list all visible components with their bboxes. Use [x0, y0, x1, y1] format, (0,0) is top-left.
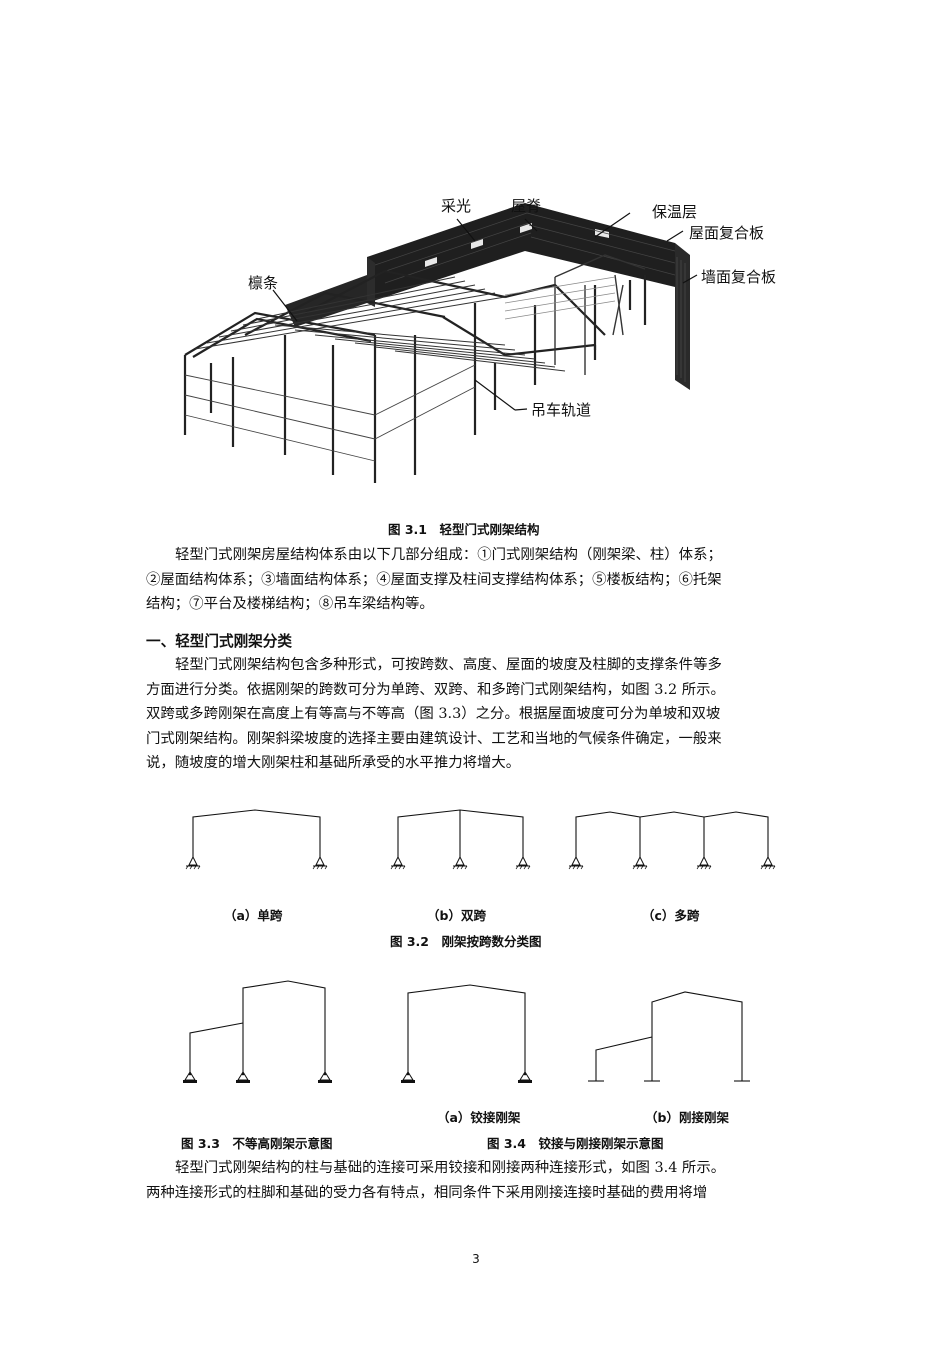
paragraph-composition: 轻型门式刚架房屋结构体系由以下几部分组成：①门式刚架结构（刚架梁、柱）体系； ②… — [146, 543, 808, 617]
figure-3-2-sub-b: （b）双跨 — [427, 908, 486, 923]
figure-3-1-illustration: 采光 屋脊 保温层 屋面复合板 檩条 墙面复合板 吊车轨道 — [183, 197, 776, 483]
paragraph-line: 结构；⑦平台及楼梯结构；⑧吊车梁结构等。 — [146, 596, 434, 613]
paragraph-connection: 轻型门式刚架结构的柱与基础的连接可采用铰接和刚接两种连接形式，如图 3.4 所示… — [146, 1156, 808, 1205]
paragraph-classification: 轻型门式刚架结构包含多种形式，可按跨数、高度、屋面的坡度及柱脚的支撑条件等多 方… — [146, 653, 808, 776]
figure-3-1-caption: 图 3.1 轻型门式刚架结构 — [388, 522, 540, 537]
figure-3-2-caption: 图 3.2 刚架按跨数分类图 — [390, 934, 542, 949]
figure-3-4-sub-b: （b）刚接刚架 — [645, 1110, 729, 1125]
paragraph-line: ②屋面结构体系；③墙面结构体系；④屋面支撑及柱间支撑结构体系；⑤楼板结构；⑥托架 — [146, 571, 722, 588]
paragraph-line: 两种连接形式的柱脚和基础的受力各有特点，相同条件下采用刚接连接时基础的费用将增 — [146, 1184, 708, 1201]
paragraph-line: 说，随坡度的增大刚架柱和基础所承受的水平推力将增大。 — [146, 755, 521, 772]
frame-multi-span — [575, 811, 769, 857]
figure-3-2-sub-c: （c）多跨 — [642, 908, 700, 923]
frame-unequal-height — [242, 980, 326, 1072]
figure-3-4-sub-a: （a）铰接刚架 — [437, 1110, 521, 1125]
figure-3-3-3-4-diagrams — [182, 980, 750, 1084]
label-purlin: 檩条 — [248, 274, 278, 292]
label-ridge: 屋脊 — [511, 197, 541, 215]
figure-3-4-caption: 图 3.4 铰接与刚接刚架示意图 — [487, 1136, 664, 1151]
paragraph-line: 双跨或多跨刚架在高度上有等高与不等高（图 3.3）之分。根据屋面坡度可分为单坡和… — [146, 706, 721, 723]
frame-rigid — [651, 991, 743, 1081]
paragraph-line: 轻型门式刚架房屋结构体系由以下几部分组成：①门式刚架结构（刚架梁、柱）体系； — [175, 547, 722, 563]
label-roof-panel: 屋面复合板 — [689, 224, 764, 242]
label-lighting: 采光 — [441, 197, 471, 215]
frame-single-span — [192, 809, 321, 857]
label-wall-panel: 墙面复合板 — [701, 268, 776, 286]
frame-hinged — [407, 984, 526, 1072]
label-insulation: 保温层 — [652, 203, 697, 221]
paragraph-line: 方面进行分类。依据刚架的跨数可分为单跨、双跨、和多跨门式刚架结构，如图 3.2 … — [146, 681, 725, 698]
figure-3-2-diagrams — [185, 809, 776, 870]
paragraph-line: 门式刚架结构。刚架斜梁坡度的选择主要由建筑设计、工艺和当地的气候条件确定，一般来 — [146, 730, 722, 747]
page-number: 3 — [472, 1252, 480, 1266]
figure-3-2-sub-a: （a）单跨 — [224, 908, 283, 923]
paragraph-line: 轻型门式刚架结构的柱与基础的连接可采用铰接和刚接两种连接形式，如图 3.4 所示… — [175, 1160, 726, 1176]
label-crane-rail: 吊车轨道 — [531, 401, 591, 419]
figure-3-3-caption: 图 3.3 不等高刚架示意图 — [181, 1136, 333, 1151]
section-heading: 一、轻型门式刚架分类 — [146, 633, 292, 650]
paragraph-line: 轻型门式刚架结构包含多种形式，可按跨数、高度、屋面的坡度及柱脚的支撑条件等多 — [175, 657, 722, 673]
